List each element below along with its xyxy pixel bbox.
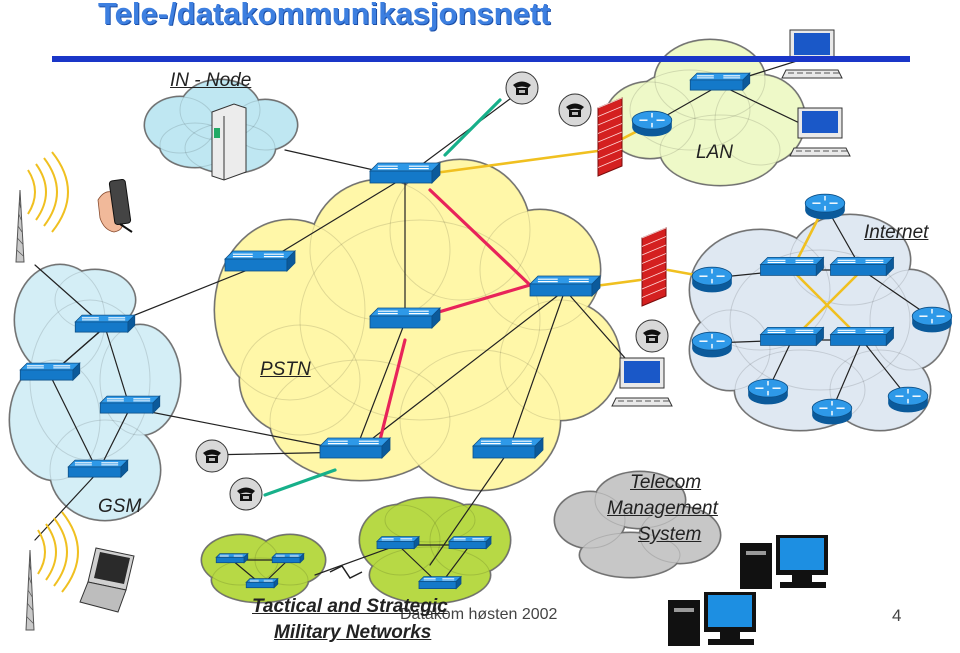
red-trunk-1: [428, 188, 532, 287]
gsm-link-3: [49, 374, 99, 473]
lan-router: [631, 110, 673, 137]
mil-switch-4: [215, 552, 249, 564]
telephone-1: [505, 71, 539, 105]
pstn-link-6: [354, 289, 566, 453]
in-node-label: IN - Node: [170, 70, 252, 91]
gsm-link-2: [104, 326, 131, 409]
military-label-line1: Tactical and Strategic: [252, 596, 448, 617]
mil-switch-3: [418, 575, 462, 590]
military-cloud-left: [200, 533, 327, 604]
tms-cloud-texture: [554, 471, 721, 578]
internet-switch-2: [829, 256, 895, 277]
mil-switch-5: [271, 552, 305, 564]
tms-label-line3: System: [638, 524, 702, 545]
mil-switch-6: [245, 577, 279, 589]
pstn-switch-bottom-right: [472, 437, 544, 459]
tms-label-line1: Telecom: [630, 472, 702, 493]
teal-link-1: [443, 98, 502, 157]
tms-label-line2: Management: [607, 498, 718, 519]
firewall-internet: [641, 227, 667, 307]
pstn-link-8: [429, 451, 509, 566]
firewall-lan: [597, 97, 623, 177]
internet-cloud-texture: [689, 214, 951, 431]
in-node-cloud-texture: [144, 79, 298, 174]
antenna-icon-bottom: [25, 511, 79, 631]
pstn-switch-bottom-left: [319, 437, 391, 459]
gsm-cloud: [8, 263, 182, 522]
pstn-switch-right: [529, 275, 601, 297]
pstn-link-1: [259, 176, 406, 266]
red-trunk-3: [378, 338, 407, 442]
pstn-label: PSTN: [260, 359, 311, 380]
server-icon: [211, 103, 247, 181]
cellphone-icon: [97, 178, 133, 233]
teal-link-2: [263, 468, 337, 497]
telephone-4: [195, 439, 229, 473]
pstn-switch-left: [224, 250, 296, 272]
military-label-line2: Military Networks: [274, 622, 432, 643]
footer-course: Datakom høsten 2002: [400, 606, 558, 623]
tms-cloud: [553, 470, 722, 579]
internet-router-6: [811, 398, 853, 425]
gsm-switch-4: [67, 459, 129, 479]
mil-switch-2: [448, 535, 492, 550]
pstn-workstation: [611, 357, 673, 407]
telephone-5: [229, 477, 263, 511]
internet-label: Internet: [864, 222, 929, 243]
tms-computer-1: [740, 535, 828, 589]
internet-switch-3: [759, 326, 825, 347]
gsm-link-5: [129, 407, 356, 453]
header-bar: [52, 56, 910, 62]
pstn-link-5: [354, 321, 406, 453]
page-title: Tele-/datakommunikasjonsnett: [98, 0, 551, 31]
gsm-switch-2: [19, 362, 81, 382]
antenna-link-bottom: [34, 471, 99, 541]
tms-computer-2: [668, 592, 756, 646]
laptop-icon: [79, 547, 135, 613]
telephone-3: [635, 319, 669, 353]
internet-router-2: [691, 266, 733, 293]
gsm-switch-3: [99, 395, 161, 415]
lan-link-3: [719, 84, 811, 129]
mil-link-7: [314, 544, 399, 576]
antenna-icon-top: [15, 151, 69, 263]
lightning-icon: [329, 565, 363, 579]
internet-router-7: [887, 386, 929, 413]
lan-workstation-2: [789, 107, 851, 157]
page-number: 4: [892, 606, 902, 625]
pstn-switch-top: [369, 162, 441, 184]
pstn-switch-mid: [369, 307, 441, 329]
internet-router-1: [804, 193, 846, 220]
lan-label: LAN: [696, 142, 733, 163]
internet-switch-1: [759, 256, 825, 277]
military-cloud-right-texture: [359, 497, 511, 604]
gsm-switch-1: [74, 314, 136, 334]
internet-router-4: [691, 331, 733, 358]
lan-workstation-1: [781, 29, 843, 79]
phone-link-b: [404, 89, 523, 178]
lan-cloud-texture: [604, 39, 806, 186]
mil-switch-1: [376, 535, 420, 550]
gsm-label: GSM: [98, 496, 142, 517]
internet-switch-4: [829, 326, 895, 347]
pstn-link-7: [507, 289, 566, 453]
internet-router-3: [911, 306, 953, 333]
lan-switch: [689, 72, 751, 92]
internet-router-5: [747, 378, 789, 405]
telephone-2: [558, 93, 592, 127]
tms-cloud-fill: [555, 472, 720, 577]
internet-link-8: [831, 339, 863, 411]
